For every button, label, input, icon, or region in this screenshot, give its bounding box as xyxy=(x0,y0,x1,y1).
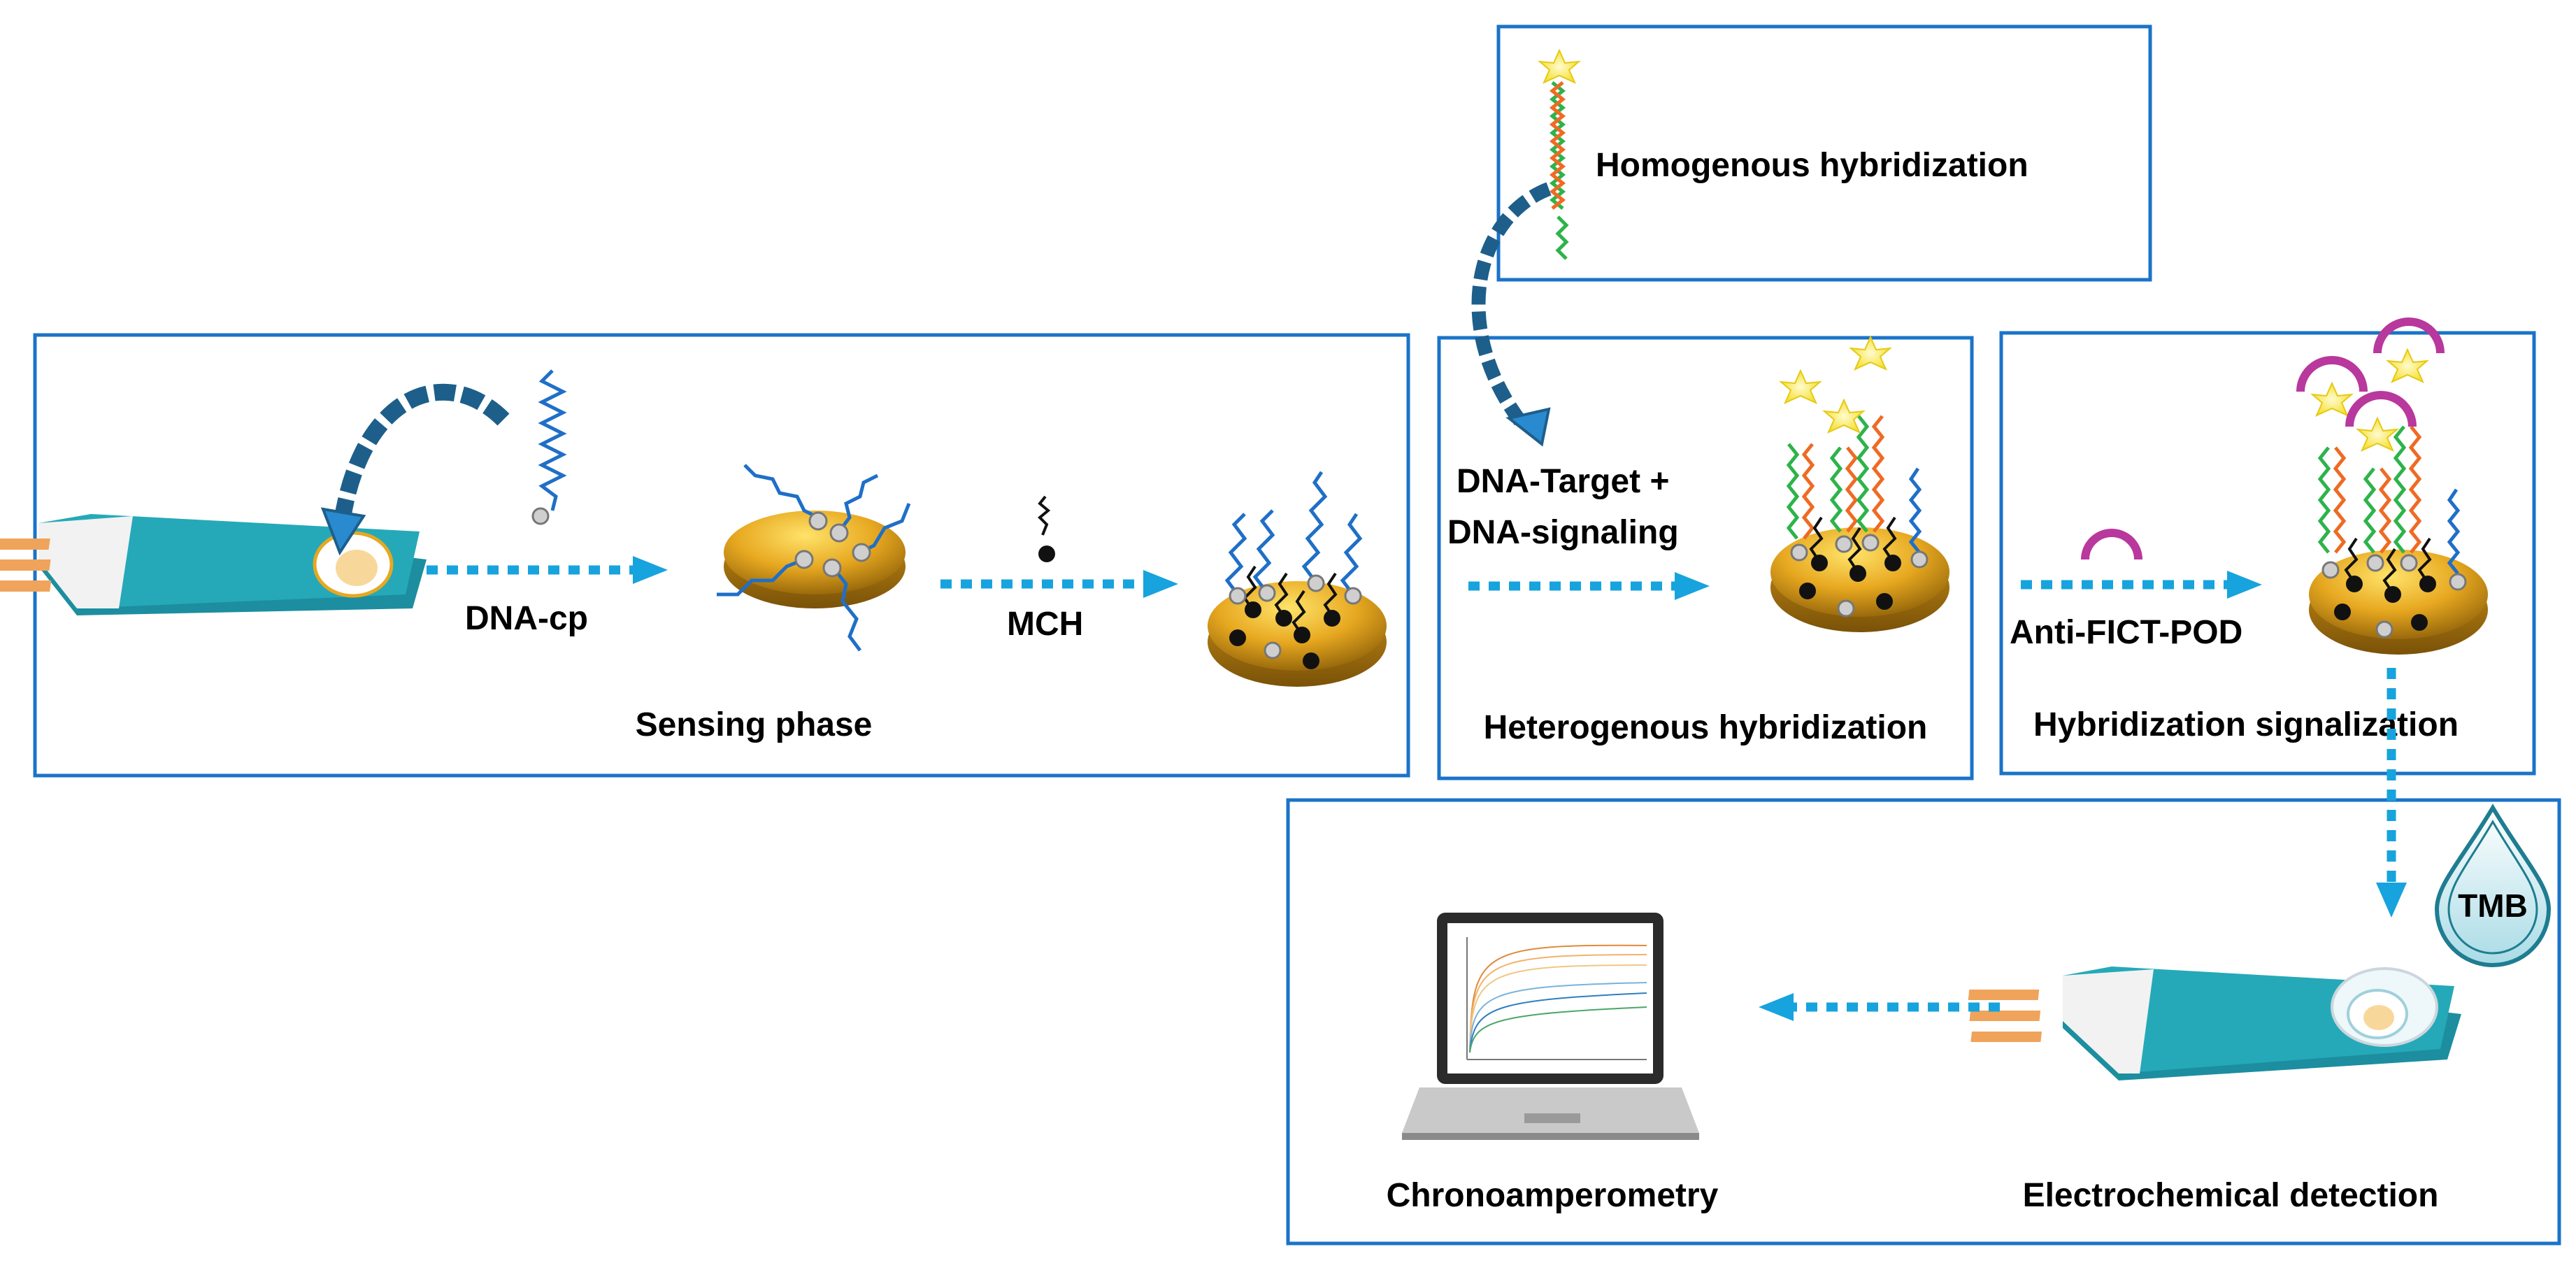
dashed-arrow-left xyxy=(1759,993,2000,1021)
dashed-arrow-down xyxy=(2376,668,2407,918)
dashed-arrow-3 xyxy=(1468,572,1710,600)
curved-arrow-homogenous-head xyxy=(1505,407,1551,447)
mch-molecule-icon xyxy=(1038,495,1051,536)
mch-anchor xyxy=(1038,545,1055,562)
electrochemical-detection-title: Electrochemical detection xyxy=(2023,1177,2439,1214)
dna-target-label: DNA-Target + xyxy=(1457,463,1669,500)
dna-cp-strand-icon xyxy=(538,369,567,511)
curved-arrow-head xyxy=(320,507,366,556)
homogenous-title: Homogenous hybridization xyxy=(1596,147,2028,184)
sensing-phase-title: Sensing phase xyxy=(636,706,873,743)
laptop-icon xyxy=(1402,913,1699,1140)
dashed-arrow-1 xyxy=(427,556,668,584)
double-strand-dna-icon xyxy=(1537,48,1582,260)
electrode-detection-icon xyxy=(1968,966,2461,1080)
dashed-arrow-2 xyxy=(940,570,1178,598)
panel-homogenous-border xyxy=(1496,24,2152,282)
anti-fict-pod-label: Anti-FICT-POD xyxy=(2010,614,2242,651)
panel-heterogenous-border xyxy=(1437,336,1974,780)
tmb-drop-icon xyxy=(2434,804,2552,967)
dashed-arrow-4 xyxy=(2021,571,2262,599)
antibody-arc-icon xyxy=(2081,529,2142,560)
panel-sensing-border xyxy=(33,333,1410,778)
chronoamperogram-icon xyxy=(1466,937,1647,1060)
signalized-nanoparticle-icon xyxy=(2296,318,2488,655)
capture-probes-icon xyxy=(717,464,911,652)
thiol-anchor-icon xyxy=(531,507,550,525)
heterogenous-title: Heterogenous hybridization xyxy=(1484,709,1928,746)
mch-label: MCH xyxy=(1007,606,1083,643)
panel-detection-border xyxy=(1286,798,2561,1246)
chronoamperometry-title: Chronoamperometry xyxy=(1387,1177,1719,1214)
screen-printed-electrode-icon xyxy=(0,514,427,615)
curved-arrow-homogenous-icon xyxy=(1471,182,1552,431)
curved-arrow-icon xyxy=(334,383,510,519)
thiol-anchors-icon xyxy=(794,511,871,578)
gold-nanoparticle-mch-icon xyxy=(1208,471,1387,687)
hybridized-nanoparticle-icon xyxy=(1770,335,1949,632)
dna-signaling-label: DNA-signaling xyxy=(1447,514,1679,551)
tmb-label: TMB xyxy=(2458,887,2528,924)
dna-cp-label: DNA-cp xyxy=(465,600,588,637)
panel-signalization-border xyxy=(1999,331,2536,776)
